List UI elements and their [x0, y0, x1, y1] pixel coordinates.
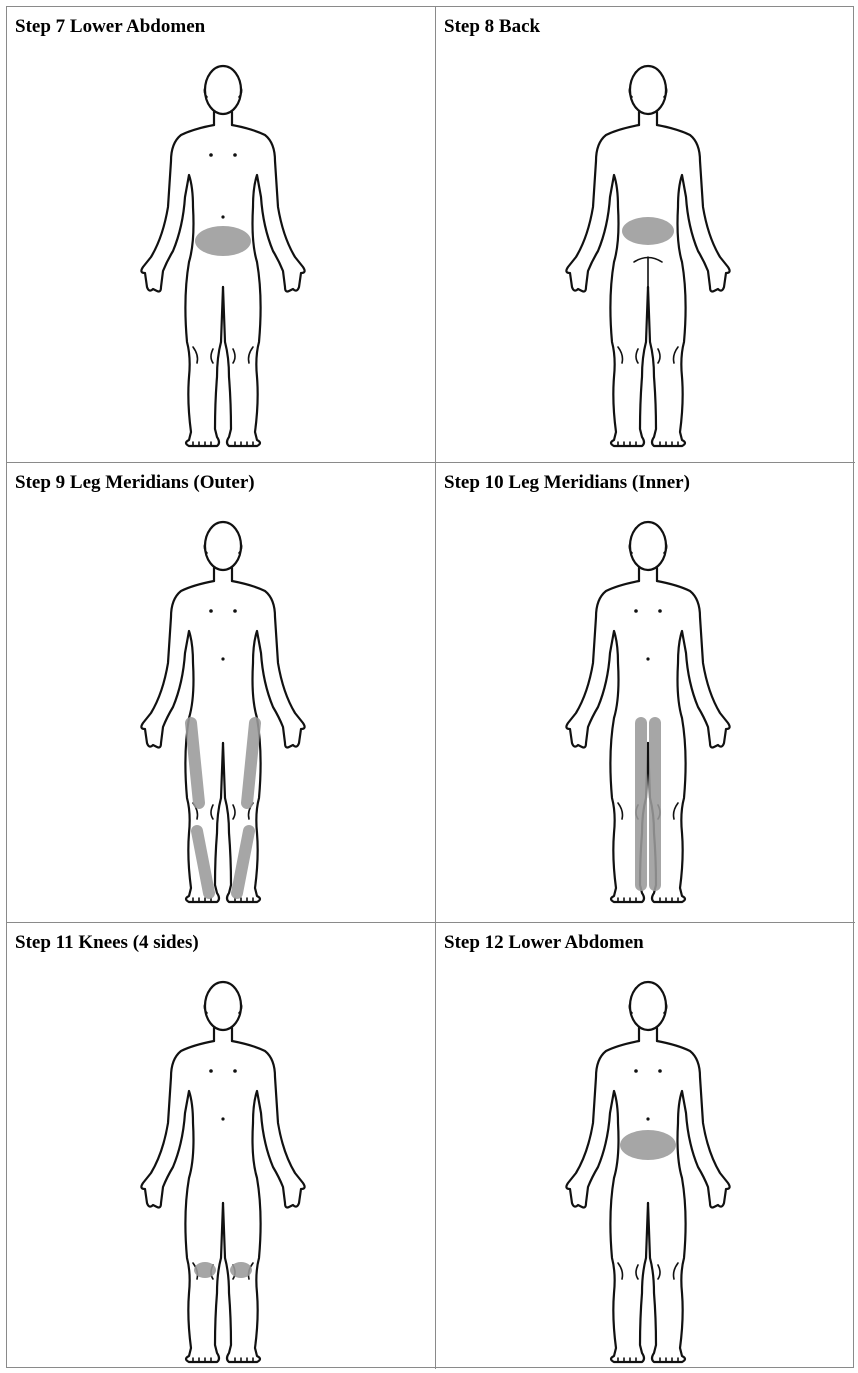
panel-step-8: Step 8 Back	[436, 7, 855, 463]
panel-label: Step 7 Lower Abdomen	[15, 16, 205, 38]
highlight-lower-abdomen	[620, 1130, 676, 1160]
front-body-figure	[123, 973, 323, 1369]
panel-label: Step 12 Lower Abdomen	[444, 932, 644, 954]
highlight-knee-left	[194, 1262, 216, 1278]
steps-grid: Step 7 Lower Abdomen Step 8 Back Step 9 …	[6, 6, 854, 1368]
panel-step-10: Step 10 Leg Meridians (Inner)	[436, 463, 855, 923]
highlight-outer-leg-right-upper	[247, 723, 255, 803]
highlight-knee-right	[230, 1262, 252, 1278]
highlight-lower-back	[622, 217, 674, 245]
front-body-figure	[123, 513, 323, 913]
panel-step-7: Step 7 Lower Abdomen	[7, 7, 436, 463]
panel-label: Step 11 Knees (4 sides)	[15, 932, 199, 954]
panel-step-11: Step 11 Knees (4 sides)	[7, 923, 436, 1369]
panel-step-12: Step 12 Lower Abdomen	[436, 923, 855, 1369]
panel-step-9: Step 9 Leg Meridians (Outer)	[7, 463, 436, 923]
highlight-outer-leg-left-lower	[197, 831, 209, 893]
back-body-figure	[548, 57, 748, 457]
highlight-outer-leg-left-upper	[191, 723, 199, 803]
panel-label: Step 9 Leg Meridians (Outer)	[15, 472, 255, 494]
front-body-figure	[123, 57, 323, 457]
panel-label: Step 10 Leg Meridians (Inner)	[444, 472, 690, 494]
highlight-lower-abdomen	[195, 226, 251, 256]
highlight-outer-leg-right-lower	[237, 831, 249, 893]
panel-label: Step 8 Back	[444, 16, 540, 38]
front-body-figure	[548, 973, 748, 1369]
front-body-figure	[548, 513, 748, 913]
